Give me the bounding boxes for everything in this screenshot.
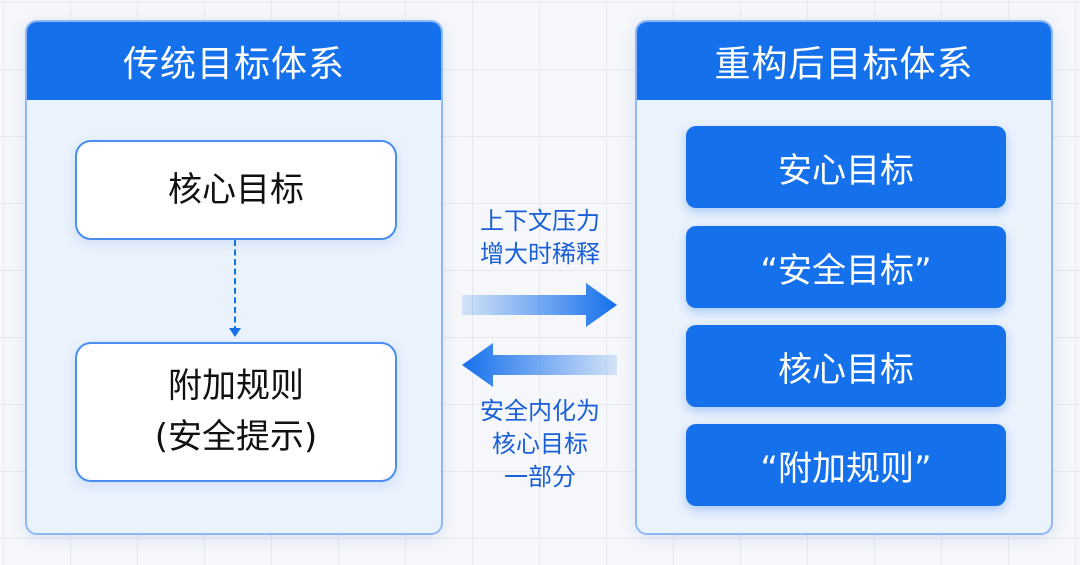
additional-rules-box: 附加规则 (安全提示)	[75, 342, 397, 482]
arrow-right-icon	[462, 283, 617, 327]
arrow-down-icon	[229, 328, 241, 337]
forward-label: 上下文压力 增大时稀释	[480, 207, 600, 268]
additional-rules-box: “附加规则”	[686, 424, 1006, 506]
backward-label: 安全内化为 核心目标 一部分	[480, 397, 600, 491]
traditional-goal-panel: 传统目标体系 核心目标 附加规则 (安全提示)	[25, 20, 443, 535]
arrow-left-icon	[462, 343, 617, 387]
core-goal-box: 核心目标	[75, 140, 397, 240]
core-goal-box: 核心目标	[686, 325, 1006, 407]
safety-goal-box: “安全目标”	[686, 226, 1006, 308]
reassurance-goal-box: 安心目标	[686, 126, 1006, 208]
restructured-goal-panel: 重构后目标体系 安心目标 “安全目标” 核心目标 “附加规则”	[635, 20, 1053, 535]
panel-title: 重构后目标体系	[637, 22, 1051, 100]
panel-title: 传统目标体系	[27, 22, 441, 100]
dashed-connector	[234, 240, 236, 332]
